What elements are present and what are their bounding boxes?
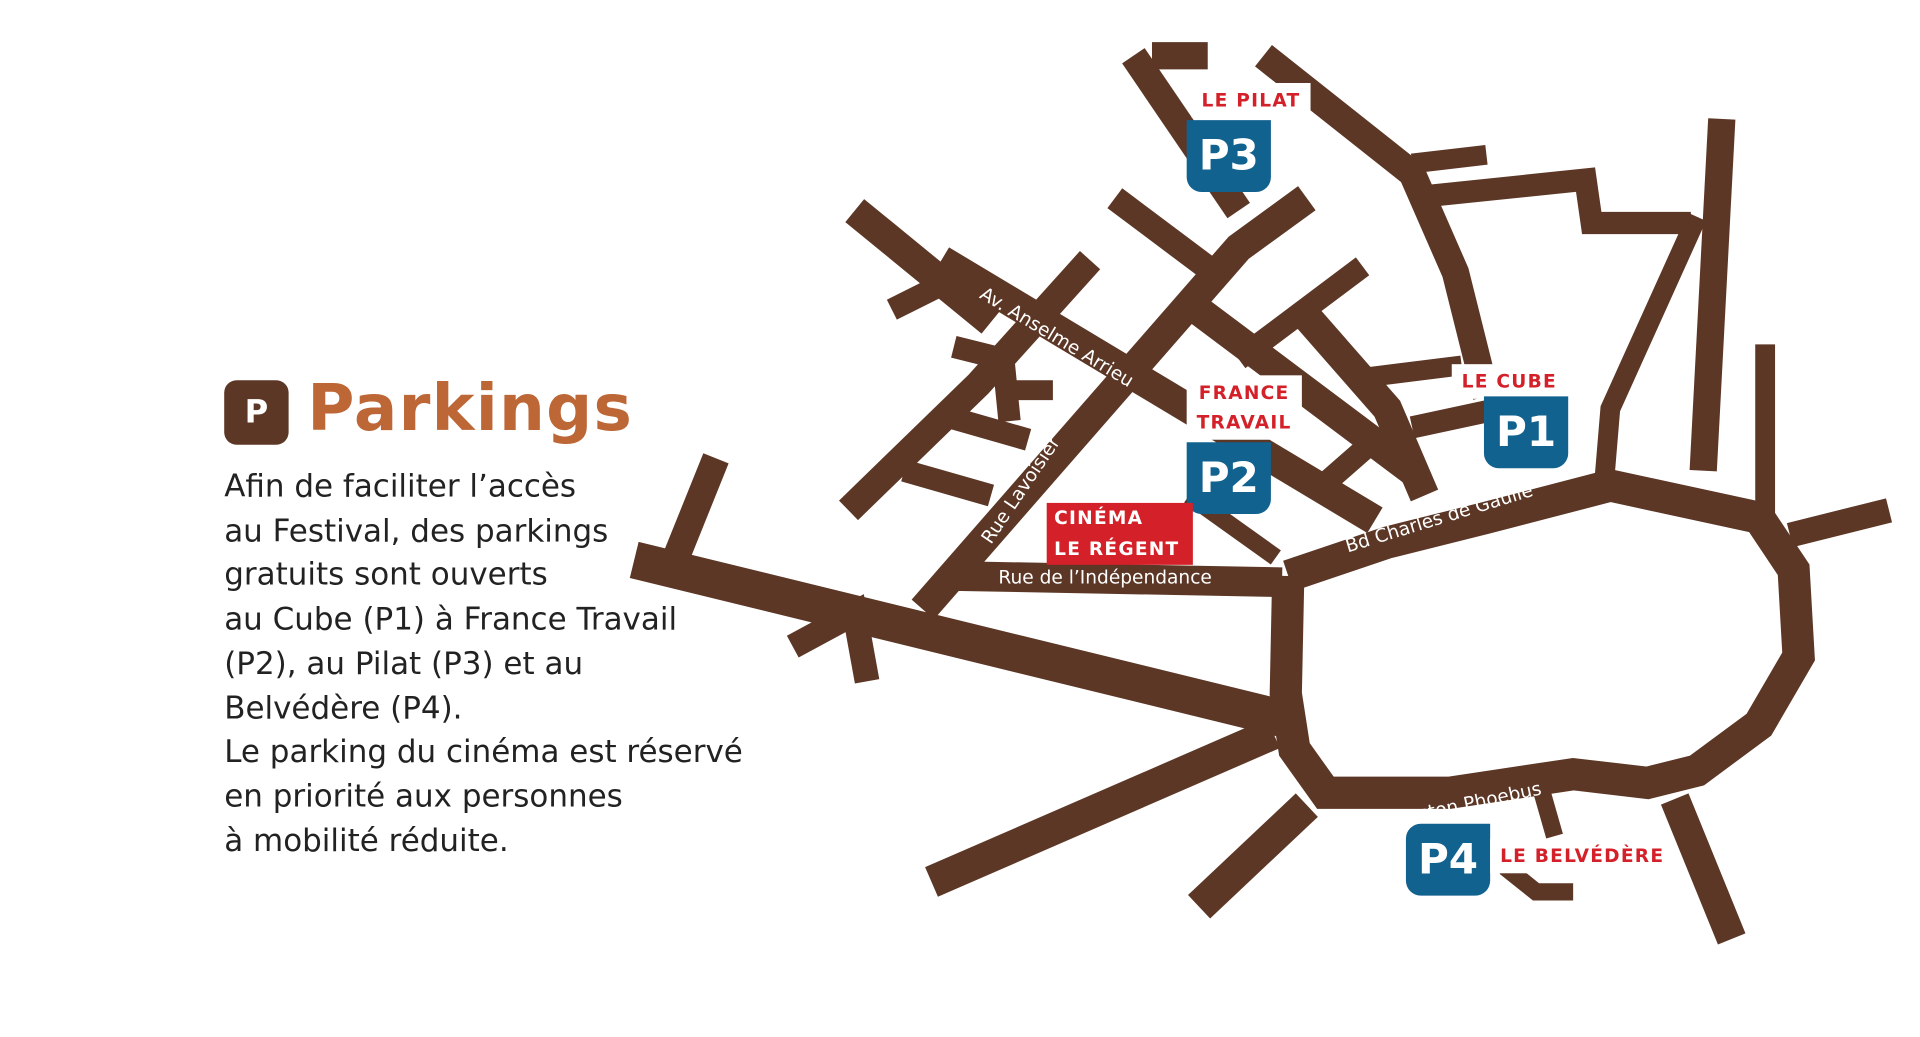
description-line: au Festival, des parkings xyxy=(224,512,609,549)
road xyxy=(1660,793,1746,945)
description-line: Afin de faciliter l’accès xyxy=(224,468,577,505)
parking-badge-p2[interactable]: P2 xyxy=(1186,442,1271,515)
road xyxy=(901,459,995,507)
road xyxy=(1289,299,1439,502)
cinema-line: LE RÉGENT xyxy=(1054,537,1180,560)
parking-badge-p4[interactable]: P4 xyxy=(1405,823,1491,896)
description-line: Belvédère (P4). xyxy=(224,689,463,726)
road-independance xyxy=(953,561,1283,598)
road xyxy=(1410,144,1488,174)
street-label-independance: Rue de l’Indépendance xyxy=(998,567,1211,588)
road xyxy=(1499,860,1574,901)
description-line: gratuits sont ouverts xyxy=(224,556,548,593)
parking-name-p4: LE BELVÉDÈRE xyxy=(1490,838,1675,874)
description-line: (P2), au Pilat (P3) et au xyxy=(224,645,584,682)
parking-icon: P xyxy=(224,380,289,445)
road-west-main xyxy=(629,541,1287,737)
road xyxy=(1318,431,1383,492)
road xyxy=(839,251,1101,521)
parking-badge-p1[interactable]: P1 xyxy=(1483,396,1569,469)
road xyxy=(1533,790,1563,839)
road xyxy=(1107,188,1222,283)
road xyxy=(1689,118,1736,472)
road-lavoisier xyxy=(911,186,1316,620)
road-ring xyxy=(1269,469,1815,809)
description: Afin de faciliter l’accès au Festival, d… xyxy=(224,465,743,863)
cinema-line: CINÉMA xyxy=(1054,506,1144,529)
road xyxy=(1429,167,1691,235)
parking-name-p1: LE CUBE xyxy=(1451,364,1567,399)
parking-badge-p3[interactable]: P3 xyxy=(1186,120,1271,192)
parking-name-line: FRANCE xyxy=(1198,381,1290,404)
road xyxy=(1255,45,1500,400)
description-line: à mobilité réduite. xyxy=(224,822,509,858)
description-line: en priorité aux personnes xyxy=(224,777,623,814)
page-title: Parkings xyxy=(307,371,634,446)
road xyxy=(951,336,1021,423)
road xyxy=(886,274,947,320)
road-anselme xyxy=(933,247,1383,534)
road xyxy=(662,453,729,565)
road xyxy=(925,718,1280,897)
road xyxy=(845,199,1001,334)
description-line: Le parking du cinéma est réservé xyxy=(224,733,743,770)
road xyxy=(1786,498,1893,548)
road xyxy=(1594,212,1707,484)
road xyxy=(938,404,1032,451)
parking-name-line: TRAVAIL xyxy=(1196,411,1292,434)
parking-name-p3: LE PILAT xyxy=(1191,82,1311,118)
description-line: au Cube (P1) à France Travail xyxy=(224,600,678,637)
road xyxy=(1361,355,1463,388)
road xyxy=(786,594,880,684)
road xyxy=(1188,793,1318,919)
cinema-label: CINÉMA LE RÉGENT xyxy=(1046,502,1193,565)
parking-name-p2: FRANCE TRAVAIL xyxy=(1186,375,1302,440)
